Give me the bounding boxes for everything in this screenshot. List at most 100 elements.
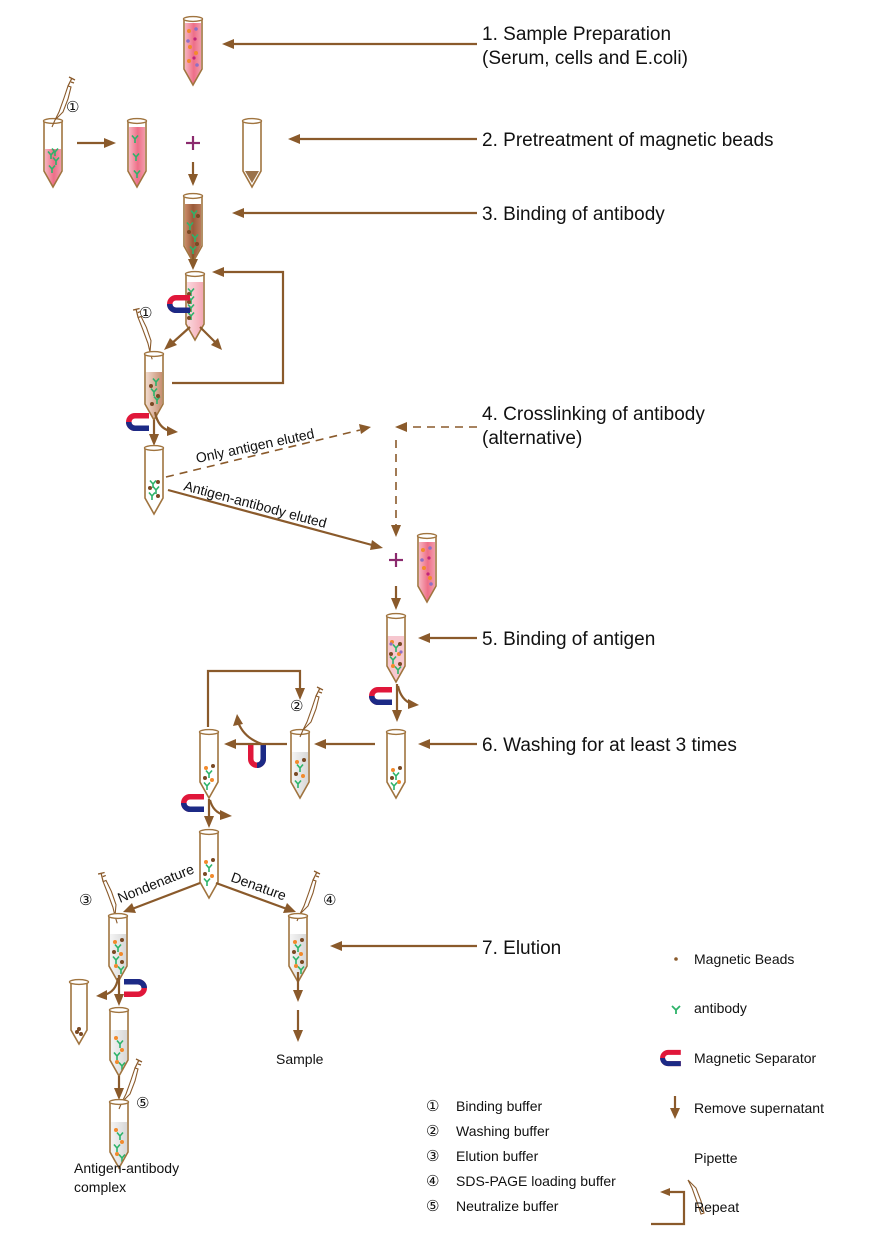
only-antigen-path xyxy=(165,424,371,478)
legend-item-remove-supernatant: Remove supernatant xyxy=(670,1096,824,1119)
buffer-legend-item: ① Binding buffer xyxy=(426,1097,542,1115)
elution-tube-denature xyxy=(287,912,309,983)
antibody-tube xyxy=(42,117,64,188)
svg-text:Remove supernatant: Remove supernatant xyxy=(694,1100,824,1116)
repeat-loop-arrow xyxy=(206,669,305,727)
svg-text:Binding buffer: Binding buffer xyxy=(456,1098,542,1114)
magnetic-separator-icon xyxy=(181,794,204,812)
step1-label: 1. Sample Preparation xyxy=(482,24,671,45)
buffer-legend: ① Binding buffer ② Washing buffer ③ Elut… xyxy=(426,1097,616,1215)
wash-buffer-tube xyxy=(289,728,311,799)
plus-icon xyxy=(389,553,403,567)
svg-text:antibody: antibody xyxy=(694,1000,747,1016)
svg-text:④: ④ xyxy=(426,1172,439,1190)
remove-supernatant-arrow-icon xyxy=(670,1096,680,1119)
svg-text:Neutralize buffer: Neutralize buffer xyxy=(456,1198,559,1214)
antigen-antibody-path xyxy=(167,488,383,550)
remove-supernatant-arrow xyxy=(392,684,419,722)
step6-arrow xyxy=(418,739,477,749)
complex-label-line2: complex xyxy=(74,1179,126,1195)
eluted-tube xyxy=(143,444,165,515)
pipette-icon xyxy=(687,1179,705,1215)
remove-supernatant-arrow xyxy=(96,975,124,1006)
icon-legend: Magnetic Beads antibody Magnetic Separat… xyxy=(651,951,824,1226)
step2-label: 2. Pretreatment of magnetic beads xyxy=(482,130,774,151)
buffer-marker-3: ③ xyxy=(79,891,92,909)
svg-text:SDS-PAGE loading buffer: SDS-PAGE loading buffer xyxy=(456,1173,616,1189)
step7-label: 7. Elution xyxy=(482,938,561,959)
magnetic-separator-icon xyxy=(660,1049,681,1067)
transfer-arrow xyxy=(77,138,116,148)
step4-sublabel: (alternative) xyxy=(482,428,582,449)
svg-text:Magnetic Separator: Magnetic Separator xyxy=(694,1050,817,1066)
step6-label: 6. Washing for at least 3 times xyxy=(482,735,737,756)
buffer-legend-item: ⑤ Neutralize buffer xyxy=(426,1197,559,1215)
only-antigen-label: Only antigen eluted xyxy=(194,425,315,466)
down-arrow xyxy=(188,162,198,186)
down-arrow xyxy=(293,972,303,1042)
final-washed-tube xyxy=(198,828,220,899)
svg-text:Elution buffer: Elution buffer xyxy=(456,1148,539,1164)
resuspended-wash-tube xyxy=(198,728,220,799)
buffer-legend-item: ③ Elution buffer xyxy=(426,1147,539,1165)
magnetic-bead-icon xyxy=(674,957,678,961)
svg-text:Pipette: Pipette xyxy=(694,1150,738,1166)
legend-item-pipette: Pipette xyxy=(687,1150,738,1215)
svg-text:①: ① xyxy=(426,1097,439,1115)
complex-label-line1: Antigen-antibody xyxy=(74,1160,179,1176)
legend-item-magnetic-separator: Magnetic Separator xyxy=(660,1049,817,1067)
split-arrows xyxy=(164,326,222,350)
left-arrow xyxy=(224,714,287,749)
eluate-tube xyxy=(108,1006,130,1077)
buffer-legend-item: ② Washing buffer xyxy=(426,1122,550,1140)
svg-text:③: ③ xyxy=(426,1147,439,1165)
nondenature-path xyxy=(123,881,201,913)
svg-text:Washing buffer: Washing buffer xyxy=(456,1123,550,1139)
sample-tube xyxy=(182,15,204,86)
svg-text:②: ② xyxy=(426,1122,439,1140)
magnet-separation-tube xyxy=(184,270,206,341)
washed-tube xyxy=(385,728,407,799)
buffer-marker-4: ④ xyxy=(323,891,336,909)
elution-tube-nondenature xyxy=(107,912,129,983)
svg-text:Repeat: Repeat xyxy=(694,1199,739,1215)
legend-item-magnetic-beads: Magnetic Beads xyxy=(674,951,794,967)
crosslinking-path xyxy=(391,422,477,537)
antibody-bead-tube xyxy=(182,192,204,263)
bead-tube xyxy=(241,117,263,188)
svg-text:⑤: ⑤ xyxy=(426,1197,439,1215)
buffer-legend-item: ④ SDS-PAGE loading buffer xyxy=(426,1172,616,1190)
step2-arrow xyxy=(288,134,477,144)
neutralized-tube xyxy=(108,1098,130,1169)
step5-label: 5. Binding of antigen xyxy=(482,629,655,650)
legend-item-antibody: antibody xyxy=(671,1000,747,1016)
buffer-marker-1: ① xyxy=(66,98,79,116)
step1-sublabel: (Serum, cells and E.coli) xyxy=(482,48,688,69)
antigen-antibody-label: Antigen-antibody eluted xyxy=(182,477,328,531)
step5-arrow xyxy=(418,633,477,643)
down-arrow xyxy=(114,1076,124,1100)
bead-waste-tube xyxy=(68,978,90,1046)
down-arrow xyxy=(391,586,401,610)
magnetic-separator-icon xyxy=(124,979,147,997)
step1-arrow xyxy=(222,39,477,49)
remove-supernatant-arrow xyxy=(149,411,178,446)
legend-item-repeat: Repeat xyxy=(651,1188,739,1226)
step4-label: 4. Crosslinking of antibody xyxy=(482,404,705,425)
resuspended-tube xyxy=(143,350,165,421)
denature-path xyxy=(215,881,296,913)
magnetic-separator-icon xyxy=(369,687,392,705)
magnetic-separator-icon xyxy=(248,745,266,768)
plus-icon xyxy=(186,136,200,150)
antibody-icon xyxy=(671,1005,681,1014)
step3-arrow xyxy=(232,208,477,218)
svg-text:Magnetic Beads: Magnetic Beads xyxy=(694,951,794,967)
step3-label: 3. Binding of antibody xyxy=(482,204,665,225)
sample-tube xyxy=(416,532,438,603)
sample-label: Sample xyxy=(276,1051,324,1067)
magnetic-separator-icon xyxy=(126,413,149,431)
buffer-marker-2: ② xyxy=(290,697,303,715)
antigen-binding-tube xyxy=(385,612,407,683)
buffer-marker-1: ① xyxy=(139,304,152,322)
